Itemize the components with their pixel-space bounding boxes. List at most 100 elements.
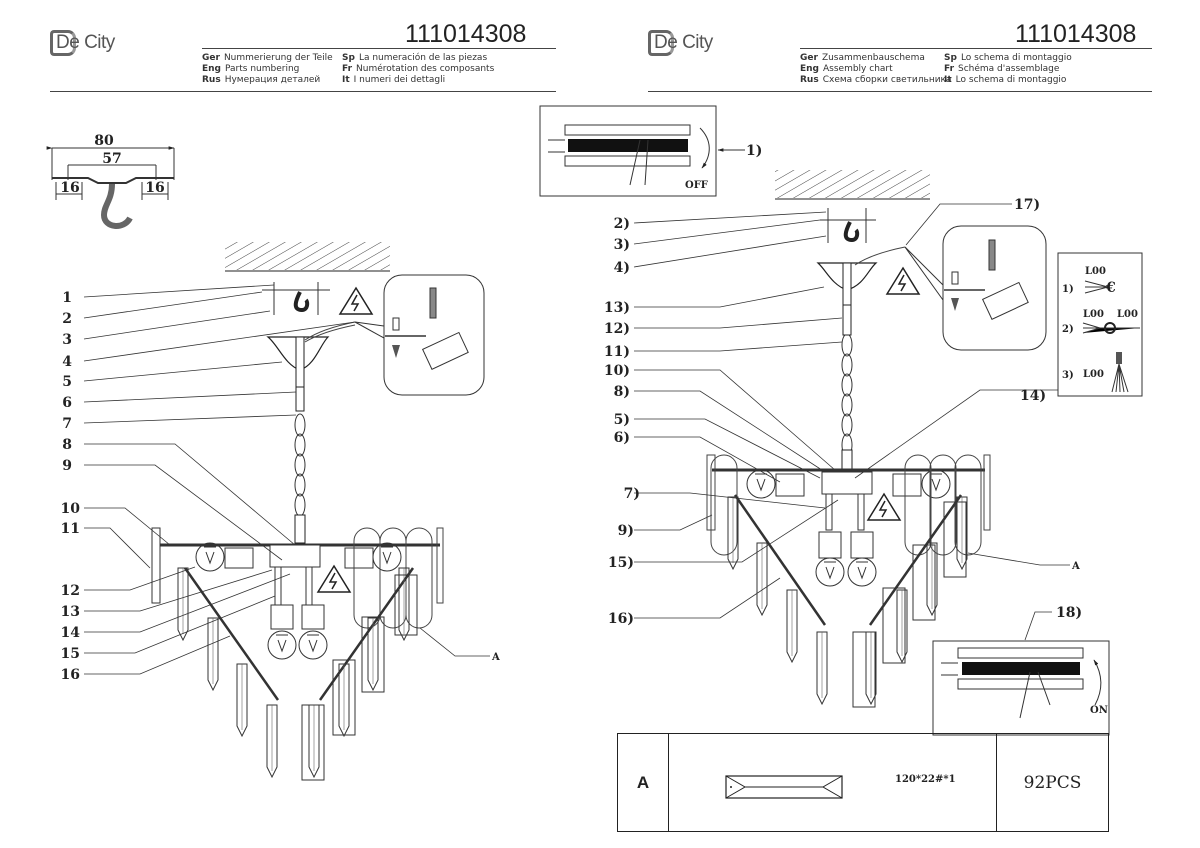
part-label-11: 11 xyxy=(61,521,80,537)
step-label-1: 1) xyxy=(746,143,762,159)
breaker-on-box: ON 18) xyxy=(932,605,1110,736)
translation-text: Schéma d'assemblage xyxy=(958,64,1060,74)
dim-overall: 80 xyxy=(94,133,114,149)
lang-code: Eng xyxy=(800,64,819,74)
left-chandelier-drawing: 1 2 3 4 5 6 7 8 9 10 11 12 13 14 15 16 A xyxy=(61,242,500,781)
lang-code: It xyxy=(342,75,350,85)
ceiling-hatch xyxy=(775,170,930,198)
brand-name: De City xyxy=(56,32,115,53)
lang-code: Fr xyxy=(342,64,353,74)
detail-label-a: A xyxy=(1071,561,1080,572)
dim-inner: 57 xyxy=(102,151,121,167)
part-label-3: 3 xyxy=(62,332,72,348)
lang-code: Sp xyxy=(944,53,957,63)
document-number: 111014308 xyxy=(1015,20,1137,48)
svg-text:3): 3) xyxy=(1062,370,1074,381)
lang-code: It xyxy=(944,75,952,85)
header-bottom-divider xyxy=(50,91,556,92)
wire-steps-box xyxy=(1057,252,1143,397)
step-label-17: 17) xyxy=(1014,197,1040,213)
part-label-13: 13 xyxy=(61,604,80,620)
translation-text: Nummerierung der Teile xyxy=(223,53,333,63)
lang-code: Rus xyxy=(800,75,819,85)
detail-label-a: A xyxy=(491,652,500,663)
electric-warning-icon xyxy=(339,287,373,315)
svg-text:2): 2) xyxy=(1062,324,1074,335)
crystal-prism-icon xyxy=(725,775,843,799)
part-label-4: 4 xyxy=(62,354,72,370)
step-label-15: 15) xyxy=(608,555,634,571)
right-chandelier-drawing: 1) L00 € 2) L00 L00 3) L00 xyxy=(604,170,1143,708)
step-label-9: 9) xyxy=(618,523,634,539)
step-label-11: 11) xyxy=(604,344,630,360)
step-label-5: 5) xyxy=(614,412,630,428)
translation-text: Нумерация деталей xyxy=(224,75,321,85)
parts-table-quantity: 92PCS xyxy=(1023,772,1082,793)
part-label-7: 7 xyxy=(62,416,72,432)
lang-code: Ger xyxy=(800,53,818,63)
wire-step-1: 1) L00 € xyxy=(1062,266,1116,296)
hook-icon xyxy=(293,291,310,313)
part-label-2: 2 xyxy=(62,311,72,327)
translation-text: Zusammenbauschema xyxy=(821,53,925,63)
part-label-14: 14 xyxy=(61,625,81,641)
step-label-16: 16) xyxy=(608,611,634,627)
header-divider xyxy=(202,48,556,49)
step-label-3: 3) xyxy=(614,237,630,253)
step-label-18: 18) xyxy=(1056,605,1082,621)
bracket-dimension-drawing: 80 57 16 16 xyxy=(46,133,175,229)
translation-text: Lo schema di montaggio xyxy=(960,53,1072,63)
dim-left-offset: 16 xyxy=(60,180,79,196)
part-label-6: 6 xyxy=(62,395,72,411)
step-label-2: 2) xyxy=(614,216,630,232)
lang-code: Eng xyxy=(202,64,221,74)
hook-icon xyxy=(843,221,860,243)
wire-step-2: 2) L00 L00 xyxy=(1062,309,1140,335)
logo-mark-icon xyxy=(648,30,674,56)
electric-warning-icon xyxy=(886,267,920,295)
header-divider xyxy=(800,48,1152,49)
logo-mark-icon xyxy=(50,30,76,56)
svg-text:L00: L00 xyxy=(1083,369,1104,380)
step-label-12: 12) xyxy=(604,321,630,337)
part-label-10: 10 xyxy=(61,501,81,517)
step-label-7: 7) xyxy=(624,486,640,502)
part-label-12: 12 xyxy=(61,583,80,599)
document-number: 111014308 xyxy=(405,20,527,48)
brand-logo-right: De City xyxy=(648,30,713,56)
breaker-off-label: OFF xyxy=(685,180,708,191)
parts-table-drawing-cell: 120*22#*1 xyxy=(669,734,997,831)
brand-name: De City xyxy=(654,32,713,53)
rotate-on-arrow-icon xyxy=(1093,659,1102,706)
step-label-13: 13) xyxy=(604,300,630,316)
wiring-detail-box xyxy=(942,225,1047,351)
lang-code: Rus xyxy=(202,75,221,85)
lang-code: Fr xyxy=(944,64,955,74)
translation-text: Lo schema di montaggio xyxy=(955,75,1067,85)
part-label-16: 16 xyxy=(61,667,80,683)
step-label-8: 8) xyxy=(614,384,630,400)
breaker-on-label: ON xyxy=(1090,705,1108,716)
svg-text:1): 1) xyxy=(1062,284,1074,295)
breaker-off-box: OFF 1) xyxy=(539,105,762,197)
header-bottom-divider xyxy=(648,91,1152,92)
step-label-4: 4) xyxy=(614,260,630,276)
translation-text: Assembly chart xyxy=(823,64,893,74)
step-label-6: 6) xyxy=(614,430,630,446)
ceiling-hatch xyxy=(225,242,390,270)
translation-text: I numeri dei dettagli xyxy=(353,75,446,85)
brand-logo-left: De City xyxy=(50,30,115,56)
translation-text: La numeración de las piezas xyxy=(358,53,488,63)
step-label-14: 14) xyxy=(1020,388,1046,404)
part-label-15: 15 xyxy=(61,646,80,662)
part-label-1: 1 xyxy=(62,290,72,306)
part-label-9: 9 xyxy=(62,458,72,474)
twist-connector-icon: € xyxy=(1105,280,1116,296)
wire-step-3: 3) L00 xyxy=(1062,352,1129,393)
part-label-5: 5 xyxy=(62,374,72,390)
